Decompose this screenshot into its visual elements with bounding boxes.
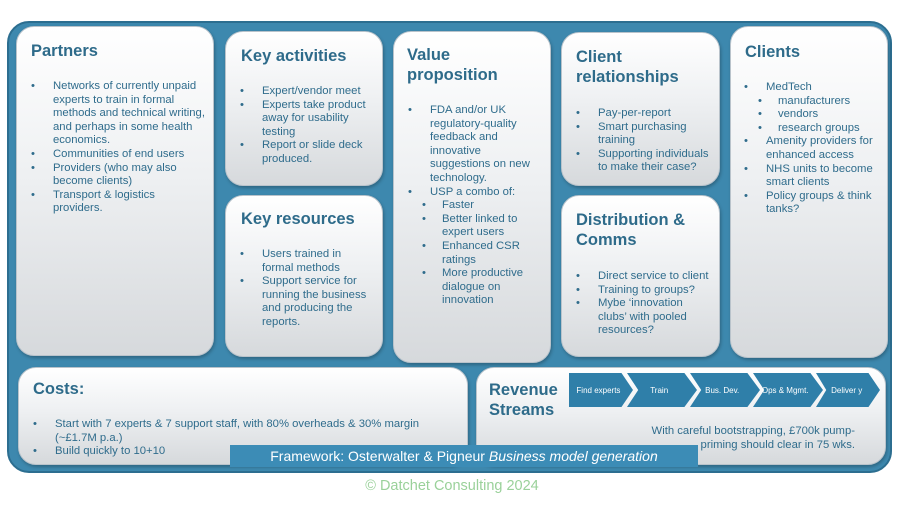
revenue-step-label: Find experts <box>576 385 621 395</box>
revenue-note: With careful bootstrapping, £700k pump-p… <box>651 425 855 451</box>
client-relationships-title: Client relationships <box>576 48 679 86</box>
clients-list: MedTech manufacturers vendors research g… <box>744 81 884 217</box>
costs-list: Start with 7 experts & 7 support staff, … <box>33 418 458 459</box>
list-sub-item: More productive dialogue on innovation <box>408 267 544 308</box>
distribution-list: Direct service to client Training to gro… <box>576 270 712 338</box>
list-item: FDA and/or UK regulatory-quality feedbac… <box>408 104 544 186</box>
list-item: Communities of end users <box>31 148 207 162</box>
list-sub-item: manufacturers <box>744 95 884 109</box>
list-item: Report or slide deck produced. <box>240 139 374 166</box>
list-sub-item: research groups <box>744 122 884 136</box>
list-item: Build quickly to 10+10 <box>33 445 458 459</box>
list-item: Amenity providers for enhanced access <box>744 135 884 162</box>
list-item: Mybe ‘innovation clubs’ with pooled reso… <box>576 297 712 338</box>
copyright-text: © Datchet Consulting 2024 <box>365 478 539 494</box>
list-item: NHS units to become smart clients <box>744 163 884 190</box>
list-item: Policy groups & think tanks? <box>744 190 884 217</box>
list-item: Networks of currently unpaid experts to … <box>31 80 207 148</box>
key-activities-title: Key activities <box>241 47 347 65</box>
framework-banner: Framework: Osterwalter & Pigneur Busines… <box>230 445 698 467</box>
key-resources-list: Users trained in formal methods Support … <box>240 248 374 330</box>
revenue-step-label: Train <box>650 385 669 395</box>
client-relationships-list: Pay-per-report Smart purchasing training… <box>576 107 712 175</box>
list-item: Pay-per-report <box>576 107 712 121</box>
list-sub-item: Better linked to expert users <box>408 213 544 240</box>
list-item: USP a combo of: <box>408 186 544 200</box>
list-item: Support service for running the business… <box>240 275 374 329</box>
list-item: Users trained in formal methods <box>240 248 374 275</box>
distribution-title: Distribution & Comms <box>576 211 686 249</box>
revenue-step-train: Train <box>627 373 697 407</box>
framework-text: Framework: Osterwalter & Pigneur <box>270 448 489 464</box>
revenue-step-delivery: Deliver y <box>816 373 880 407</box>
list-item: Start with 7 experts & 7 support staff, … <box>33 418 458 445</box>
partners-list: Networks of currently unpaid experts to … <box>31 80 207 216</box>
revenue-title: Revenue Streams <box>489 381 558 419</box>
revenue-step-label: Bus. Dev. <box>705 385 740 395</box>
list-item: Supporting individuals to make their cas… <box>576 148 712 175</box>
list-item: Experts take product away for usability … <box>240 99 374 140</box>
revenue-step-label: Ops & Mgmt. <box>761 385 809 395</box>
key-resources-title: Key resources <box>241 210 355 228</box>
list-sub-item: Faster <box>408 199 544 213</box>
list-item: Expert/vendor meet <box>240 85 374 99</box>
framework-book-title: Business model generation <box>488 448 658 464</box>
list-item: Transport & logistics providers. <box>31 189 207 216</box>
list-item: Training to groups? <box>576 284 712 298</box>
revenue-step-ops-mgmt: Ops & Mgmt. <box>753 373 823 407</box>
key-activities-list: Expert/vendor meet Experts take product … <box>240 85 374 167</box>
revenue-step-bus-dev: Bus. Dev. <box>690 373 760 407</box>
value-proposition-title: Value proposition <box>407 46 498 84</box>
partners-title: Partners <box>31 42 98 60</box>
list-item: Providers (who may also become clients) <box>31 162 207 189</box>
list-item: MedTech <box>744 81 884 95</box>
revenue-step-find-experts: Find experts <box>569 373 633 407</box>
list-sub-item: vendors <box>744 108 884 122</box>
list-item: Smart purchasing training <box>576 121 712 148</box>
revenue-step-label: Deliver y <box>831 385 863 395</box>
list-sub-item: Enhanced CSR ratings <box>408 240 544 267</box>
list-item: Direct service to client <box>576 270 712 284</box>
value-proposition-list: FDA and/or UK regulatory-quality feedbac… <box>408 104 544 308</box>
clients-title: Clients <box>745 43 801 61</box>
costs-title: Costs: <box>33 380 85 398</box>
